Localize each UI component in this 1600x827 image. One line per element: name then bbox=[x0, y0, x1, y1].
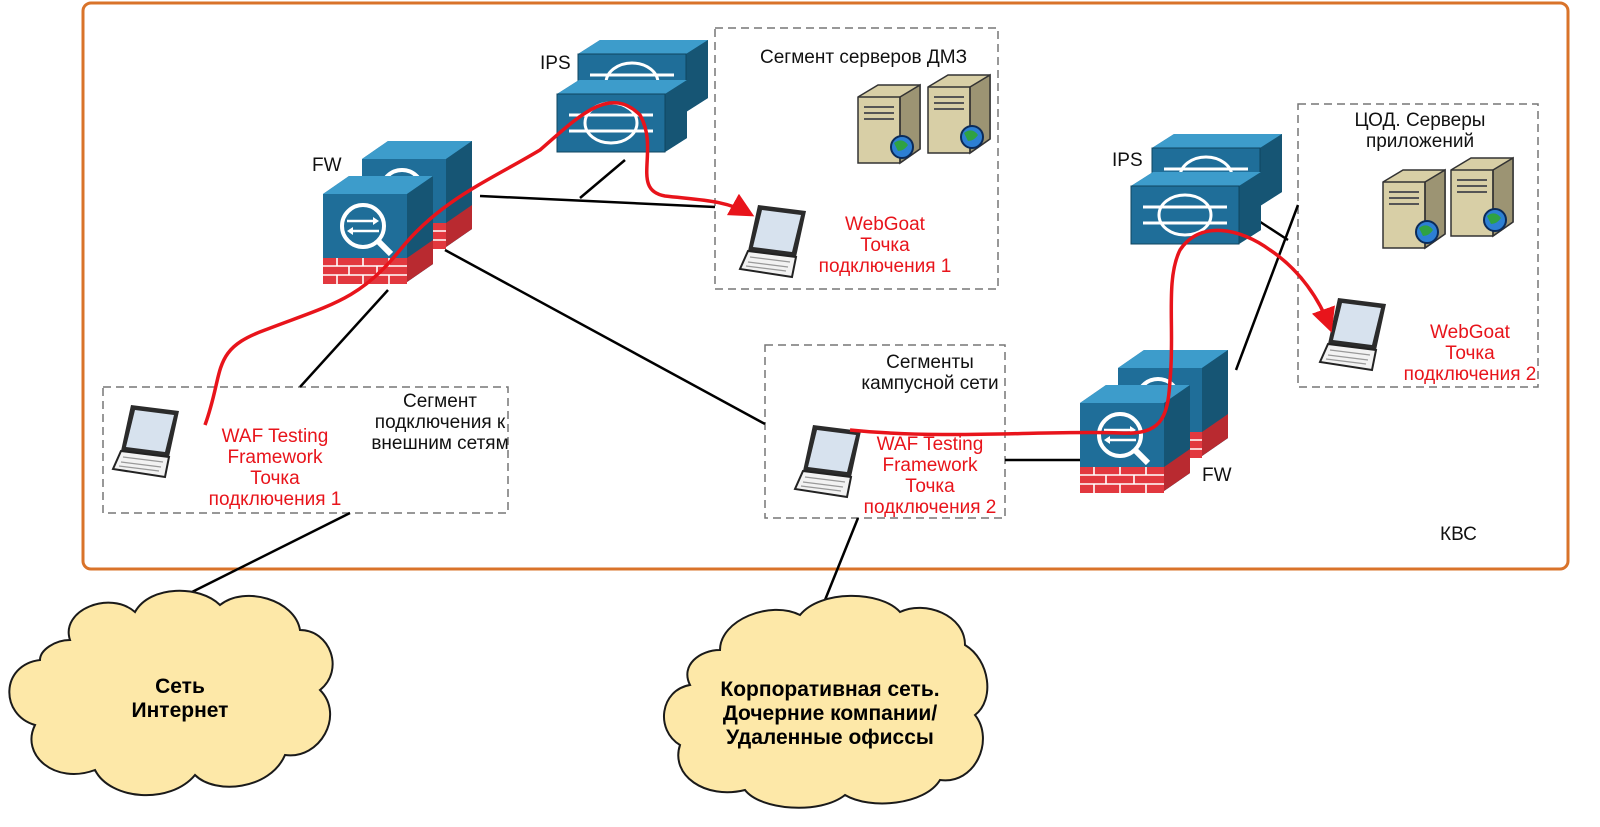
waf-laptop-1 bbox=[112, 404, 180, 478]
campus-waf-label: WAF Testing Framework Точка подключения … bbox=[863, 434, 997, 518]
traffic-path-1 bbox=[203, 101, 755, 426]
campus-segment-title: Сегменты кампусной сети bbox=[861, 352, 999, 394]
internet-cloud bbox=[8, 589, 334, 796]
firewall-device-2 bbox=[1080, 385, 1190, 493]
webgoat-laptop-2 bbox=[1319, 297, 1387, 371]
dmz-webgoat-label: WebGoat Точка подключения 1 bbox=[818, 214, 952, 277]
internet-cloud-label: Сеть Интернет bbox=[131, 675, 229, 722]
corporate-cloud bbox=[663, 594, 989, 809]
ips1-label: IPS bbox=[540, 53, 571, 74]
traffic-path-2 bbox=[849, 228, 1335, 437]
external-segment-title: Сегмент подключения к внешним сетям bbox=[371, 391, 509, 454]
dc-server-1 bbox=[1382, 169, 1446, 249]
external-segment-box bbox=[102, 386, 509, 514]
ips-device-1 bbox=[555, 78, 689, 154]
corporate-cloud-label: Корпоративная сеть. Дочерние компании/ У… bbox=[720, 678, 940, 749]
fw2-label: FW bbox=[1202, 465, 1232, 486]
kvs-boundary bbox=[81, 1, 1570, 571]
dc-segment-box bbox=[1297, 103, 1539, 388]
dmz-server-2 bbox=[927, 74, 991, 154]
kvs-label: КВС bbox=[1440, 524, 1477, 545]
dc-webgoat-label: WebGoat Точка подключения 2 bbox=[1403, 322, 1537, 385]
dc-server-2 bbox=[1450, 157, 1514, 237]
dc-segment-title: ЦОД. Серверы приложений bbox=[1354, 110, 1486, 152]
external-waf-label: WAF Testing Framework Точка подключения … bbox=[208, 426, 342, 510]
fw1-label: FW bbox=[312, 155, 342, 176]
ips2-label: IPS bbox=[1112, 150, 1143, 171]
dmz-segment-title: Сегмент серверов ДМЗ bbox=[760, 47, 968, 68]
campus-segment-box bbox=[764, 344, 1006, 519]
dmz-server-1 bbox=[857, 84, 921, 164]
